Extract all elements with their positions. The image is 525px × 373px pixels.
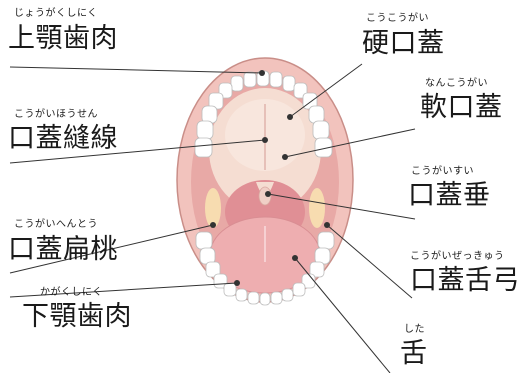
upper-tooth	[282, 75, 296, 92]
lower-gum-label: 下顎歯肉	[22, 301, 132, 332]
upper-tooth	[194, 137, 213, 158]
tonsil-reading: こうがいへんとう	[14, 219, 98, 230]
suture-reading: こうがいほうせん	[14, 109, 98, 120]
soft-palate-reading: なんこうがい	[425, 78, 488, 89]
tongue-label: 舌	[400, 338, 428, 369]
upper-tooth	[314, 137, 333, 158]
leader-lower-gum	[9, 282, 238, 298]
upper-tooth	[308, 105, 325, 124]
lower-tooth	[259, 292, 271, 306]
leader-uvula	[267, 193, 416, 220]
lower-tooth	[317, 231, 335, 250]
leader-arch	[326, 224, 413, 299]
tonsil-right	[309, 188, 325, 228]
leader-upper-gum	[9, 66, 263, 74]
lower-tooth	[281, 288, 294, 302]
leader-dot	[234, 280, 240, 286]
leader-dot	[324, 222, 330, 228]
arch-reading: こうがいぜっきゅう	[410, 251, 505, 262]
lower-teeth	[195, 231, 335, 306]
lower-tooth	[205, 261, 221, 278]
lower-tooth	[195, 231, 213, 250]
leader-dots	[210, 70, 330, 286]
leader-suture	[9, 139, 266, 164]
leader-dot	[292, 255, 298, 261]
leader-tongue	[294, 257, 391, 373]
tonsil-left	[205, 188, 221, 228]
lower-tooth	[270, 291, 283, 305]
tongue-reading: した	[404, 324, 425, 335]
lower-tooth	[235, 288, 248, 302]
upper-teeth	[194, 70, 333, 158]
hard-palate-label: 硬口蓋	[362, 28, 445, 59]
lower-tooth	[223, 282, 237, 297]
leader-tonsil	[9, 224, 214, 274]
lower-gum-reading: かがくしにく	[40, 287, 103, 298]
leader-dot	[210, 222, 216, 228]
upper-tooth	[196, 120, 214, 140]
leader-dot	[265, 191, 271, 197]
leader-lines	[9, 63, 416, 373]
upper-tooth	[230, 75, 244, 92]
upper-gum-reading: じょうがくしにく	[14, 8, 98, 19]
uvula-label: 口蓋垂	[408, 180, 491, 211]
leader-hard-palate	[289, 63, 363, 118]
lower-tooth	[247, 291, 260, 305]
arch-label: 口蓋舌弓	[410, 265, 520, 296]
leader-dot	[262, 137, 268, 143]
leader-dot	[282, 154, 288, 160]
upper-tooth	[312, 120, 330, 140]
upper-tooth	[243, 71, 257, 88]
suture-label: 口蓋縫線	[8, 123, 118, 154]
upper-tooth	[269, 71, 283, 88]
soft-palate-label: 軟口蓋	[420, 92, 503, 123]
uvula-reading: こうがいすい	[411, 166, 474, 177]
leader-dot	[259, 70, 265, 76]
leader-dot	[287, 114, 293, 120]
leader-soft-palate	[284, 128, 416, 158]
tonsil-label: 口蓋扁桃	[8, 234, 118, 265]
upper-gum-label: 上顎歯肉	[8, 23, 118, 54]
lower-tooth	[292, 282, 306, 297]
hard-palate-reading: こうこうがい	[366, 13, 429, 24]
upper-tooth	[201, 105, 218, 124]
lower-tooth	[309, 261, 325, 278]
